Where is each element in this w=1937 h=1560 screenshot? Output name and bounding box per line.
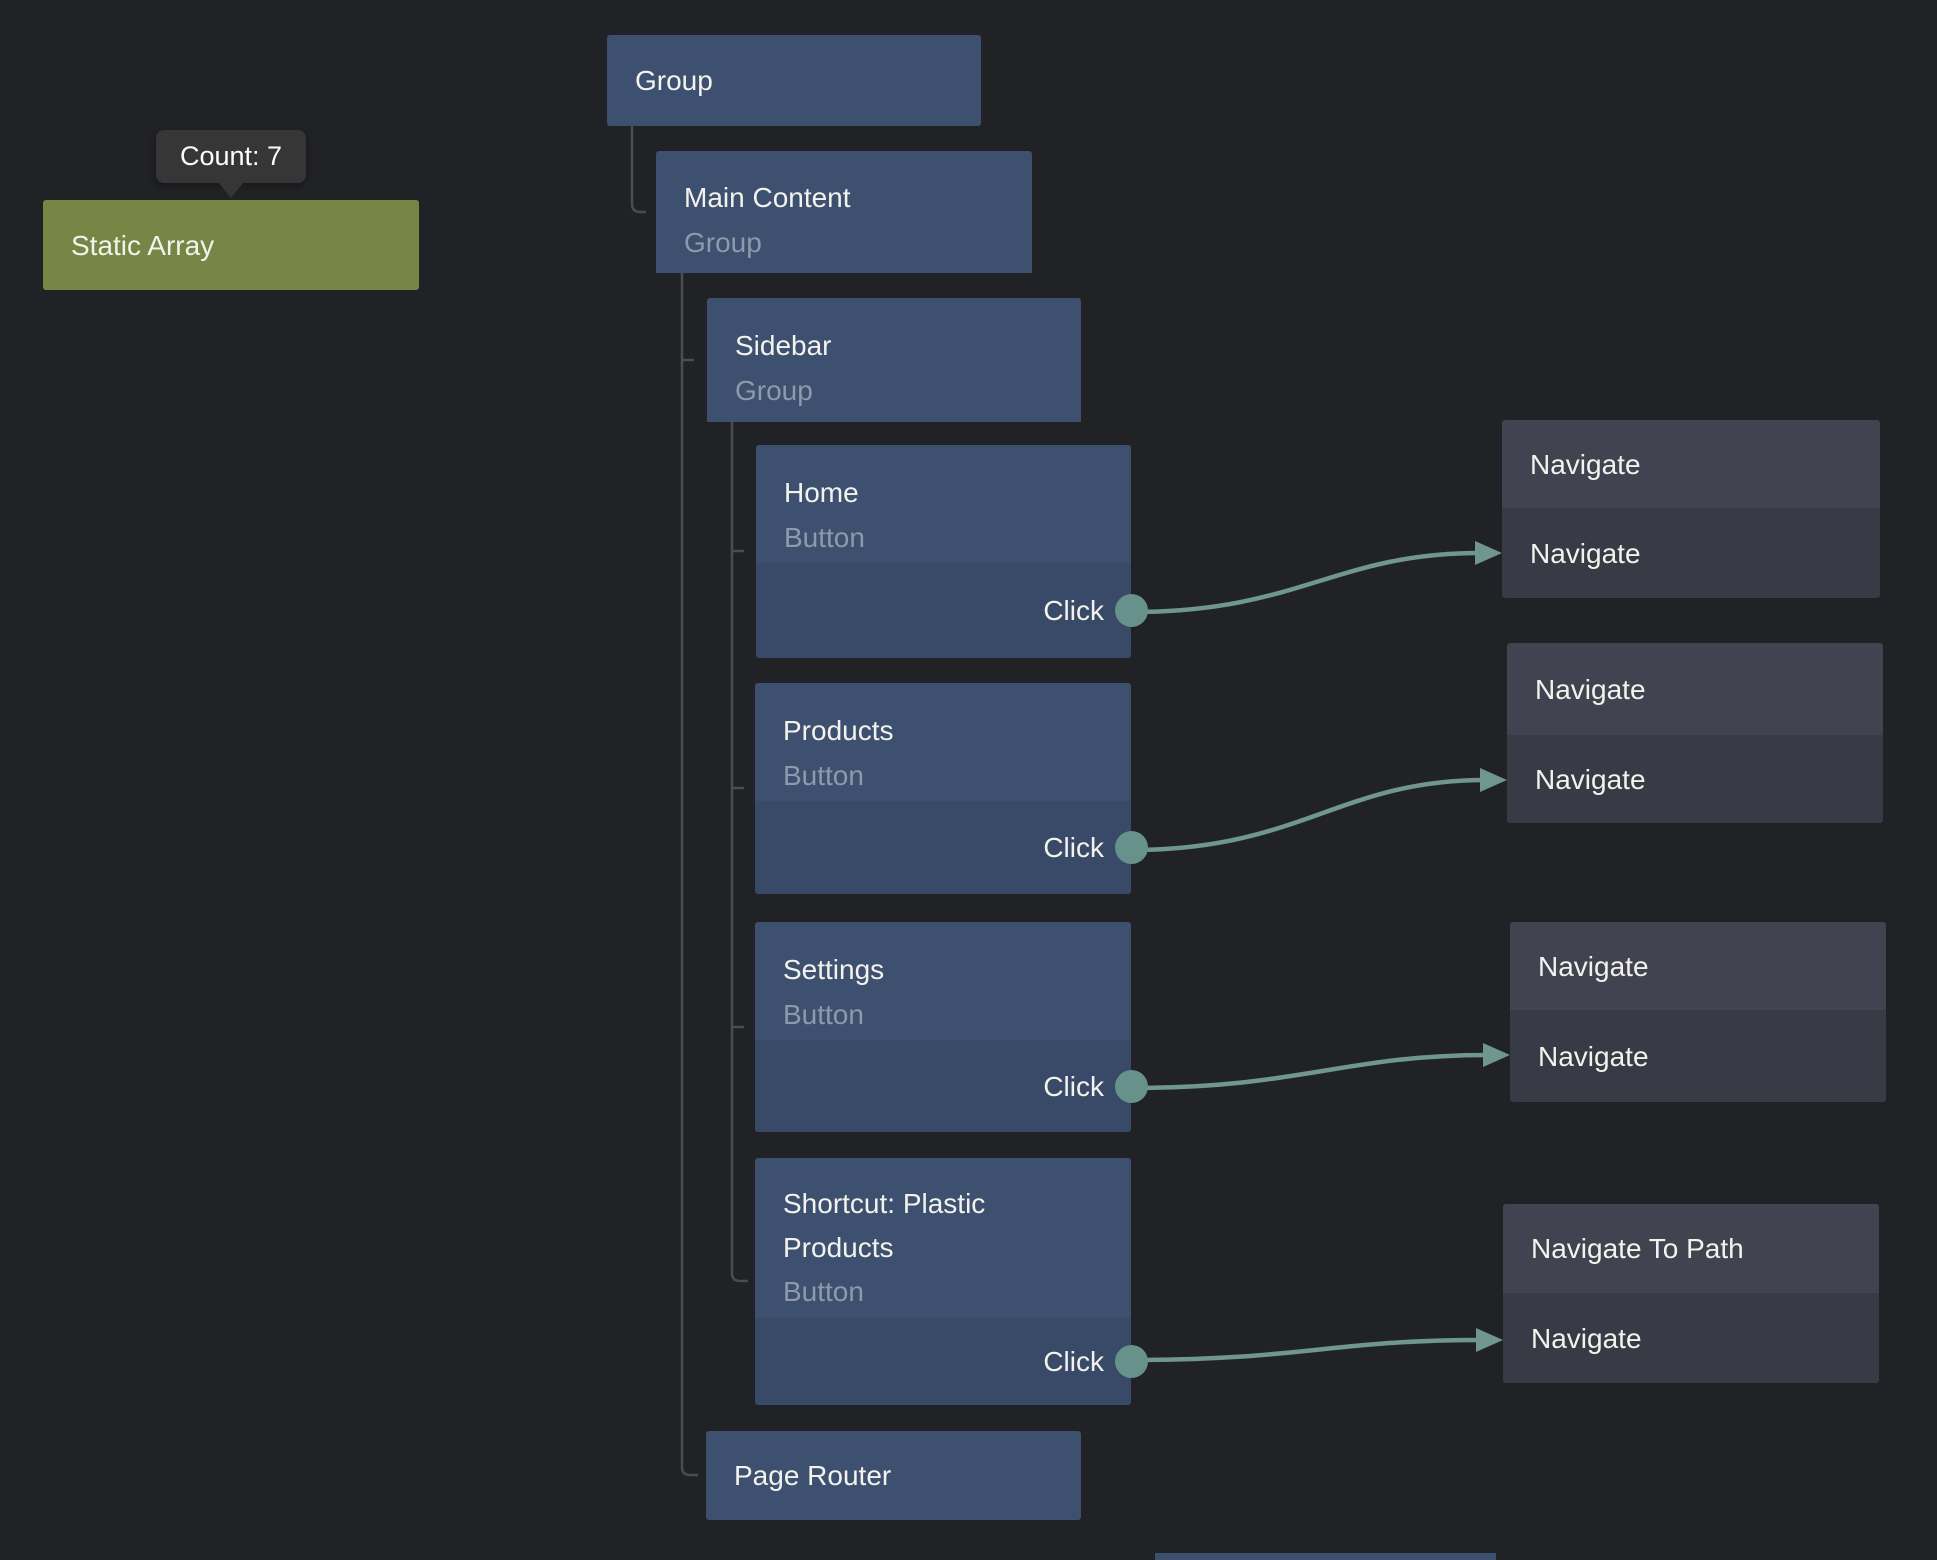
node-navigate-to-path[interactable]: Navigate To Path Navigate (1503, 1204, 1879, 1383)
count-tooltip-text: Count: 7 (179, 141, 283, 171)
click-output-port[interactable] (1115, 1345, 1148, 1378)
input-port-label: Navigate (1538, 1040, 1649, 1072)
node-title: Navigate (1538, 950, 1649, 982)
tree-connector-main-children (680, 273, 698, 1477)
node-title: Settings (783, 954, 885, 985)
output-port-label: Click (1043, 1070, 1104, 1102)
node-title: Page Router (734, 1460, 892, 1491)
click-output-port[interactable] (1115, 831, 1148, 864)
node-static-array[interactable]: Static Array (43, 200, 419, 290)
node-title: Static Array (71, 229, 215, 261)
input-arrow-icon (1475, 541, 1502, 565)
input-arrow-icon (1480, 768, 1507, 792)
node-title: Group (635, 65, 713, 96)
output-port-label: Click (1043, 832, 1104, 863)
input-port-label: Navigate (1535, 763, 1646, 795)
node-title: Home (784, 477, 859, 508)
node-type-label: Button (784, 522, 865, 553)
input-port-label: Navigate (1530, 537, 1641, 569)
click-output-port[interactable] (1115, 1069, 1148, 1103)
node-title: Products (783, 715, 894, 746)
input-port-label: Navigate (1531, 1322, 1642, 1354)
node-navigate-2[interactable]: Navigate Navigate (1507, 643, 1883, 823)
node-shortcut-plastic-products-button[interactable]: Shortcut: Plastic Products Button Click (755, 1158, 1148, 1405)
wire-home-click-to-navigate[interactable] (1131, 550, 1481, 615)
wire-shortcut-click-to-navigate-to-path[interactable] (1131, 1337, 1482, 1363)
node-navigate-1[interactable]: Navigate Navigate (1502, 420, 1880, 598)
node-group[interactable]: Group (607, 35, 981, 126)
input-arrow-icon (1483, 1043, 1510, 1067)
node-title: Shortcut: Plastic Products (783, 1188, 986, 1263)
node-title: Navigate (1530, 448, 1641, 480)
node-title: Sidebar (735, 330, 832, 361)
node-title: Main Content (684, 182, 851, 213)
node-type-label: Button (783, 1276, 864, 1307)
node-type-label: Button (783, 999, 864, 1030)
node-page-router[interactable]: Page Router (706, 1431, 1081, 1520)
node-type-label: Group (684, 227, 762, 258)
count-tooltip: Count: 7 (155, 130, 307, 198)
node-title: Navigate (1535, 673, 1646, 705)
input-arrow-icon (1476, 1328, 1503, 1352)
tree-connector-sidebar-children (730, 422, 748, 1283)
partial-node-bottom-edge[interactable] (1155, 1553, 1496, 1560)
output-port-label: Click (1043, 1345, 1104, 1377)
wire-products-click-to-navigate[interactable] (1131, 777, 1486, 853)
node-navigate-3[interactable]: Navigate Navigate (1510, 922, 1886, 1102)
node-type-label: Button (783, 760, 864, 791)
tree-connector-group-to-main (630, 126, 646, 214)
node-home-button[interactable]: Home Button Click (756, 445, 1148, 658)
node-title: Navigate To Path (1531, 1233, 1744, 1264)
node-settings-button[interactable]: Settings Button Click (755, 922, 1148, 1132)
node-main-content[interactable]: Main Content Group (656, 151, 1032, 273)
output-port-label: Click (1043, 595, 1104, 626)
node-sidebar[interactable]: Sidebar Group (707, 298, 1081, 422)
node-products-button[interactable]: Products Button Click (755, 683, 1148, 894)
tooltip-pointer (217, 182, 244, 198)
click-output-port[interactable] (1115, 594, 1148, 627)
node-type-label: Group (735, 375, 813, 406)
wire-settings-click-to-navigate[interactable] (1131, 1052, 1489, 1091)
